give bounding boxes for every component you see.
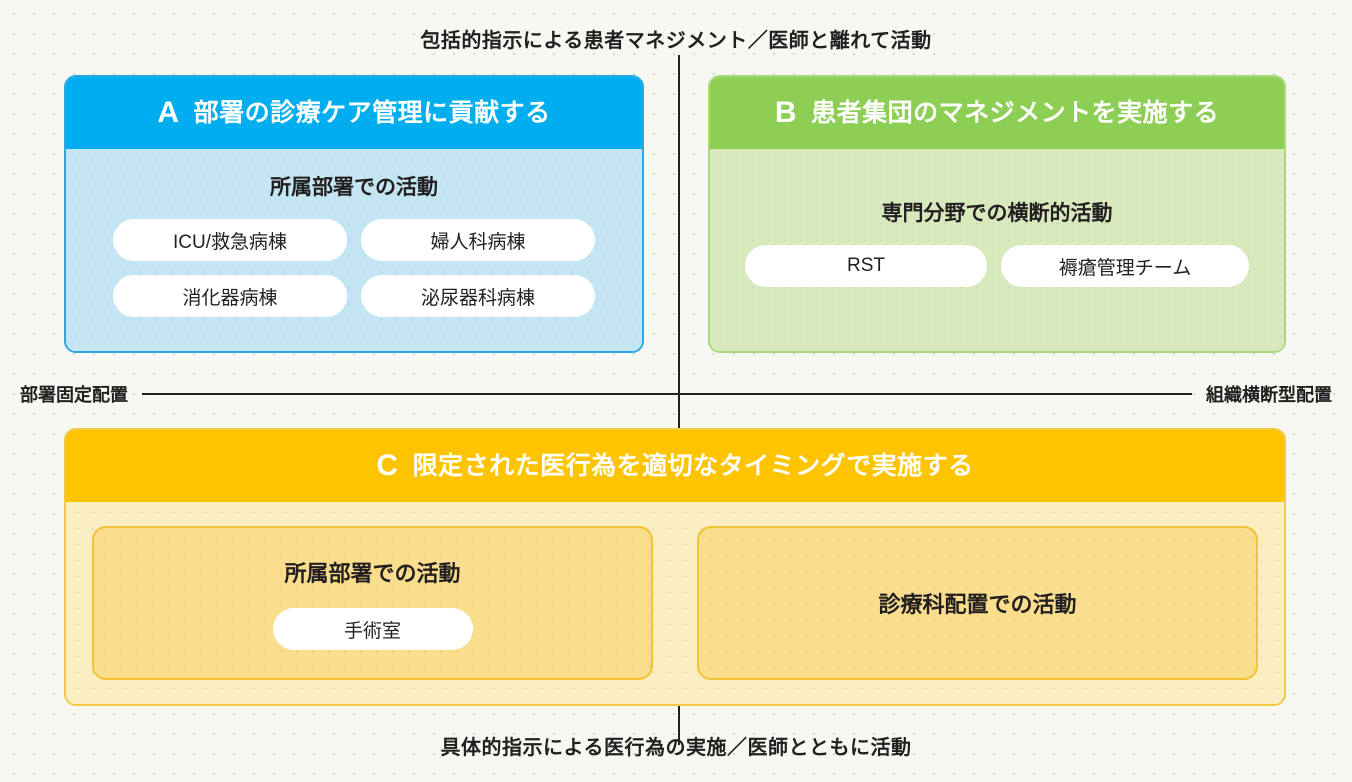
card-b-chip-row: RST 褥瘡管理チーム — [710, 245, 1284, 287]
card-a-chip-row-1: ICU/救急病棟 婦人科病棟 — [66, 219, 642, 261]
vertical-axis-line — [678, 55, 680, 745]
card-a-body: 所属部署での活動 ICU/救急病棟 婦人科病棟 消化器病棟 泌尿器科病棟 — [66, 149, 642, 351]
axis-bottom-label: 具体的指示による医行為の実施／医師とともに活動 — [440, 737, 912, 759]
card-b-letter: B — [774, 96, 798, 129]
chip-operating-room[interactable]: 手術室 — [272, 608, 473, 650]
chip-icu-emergency-ward[interactable]: ICU/救急病棟 — [113, 219, 347, 261]
horizontal-axis-line — [142, 393, 1192, 395]
card-a-title: 部署の診療ケア管理に貢献する — [193, 98, 551, 127]
horizontal-axis: 部署固定配置 組織横断型配置 — [0, 372, 1352, 416]
chip-pressure-ulcer-team[interactable]: 褥瘡管理チーム — [1001, 245, 1249, 287]
chip-rst[interactable]: RST — [745, 245, 987, 287]
card-c-subpanel-1-heading: 所属部署での活動 — [284, 561, 461, 586]
quadrant-card-a: A 部署の診療ケア管理に貢献する 所属部署での活動 ICU/救急病棟 婦人科病棟… — [64, 75, 644, 353]
card-a-section-heading: 所属部署での活動 — [270, 176, 438, 199]
card-b-body: 専門分野での横断的活動 RST 褥瘡管理チーム — [710, 149, 1284, 351]
chip-gastroenterology-ward[interactable]: 消化器病棟 — [113, 275, 347, 317]
card-c-body: 所属部署での活動 手術室 診療科配置での活動 — [66, 502, 1284, 704]
axis-right-label: 組織横断型配置 — [1206, 385, 1332, 405]
card-a-letter: A — [157, 96, 180, 129]
card-c-letter: C — [376, 449, 399, 482]
card-b-title: 患者集団のマネジメントを実施する — [811, 98, 1220, 127]
card-b-section-heading: 専門分野での横断的活動 — [881, 202, 1113, 225]
card-a-header: A 部署の診療ケア管理に貢献する — [66, 77, 642, 149]
quadrant-card-b: B 患者集団のマネジメントを実施する 専門分野での横断的活動 RST 褥瘡管理チ… — [708, 75, 1286, 353]
card-c-subpanel-home-department: 所属部署での活動 手術室 — [92, 526, 653, 680]
card-a-chip-row-2: 消化器病棟 泌尿器科病棟 — [66, 275, 642, 317]
chip-gynecology-ward[interactable]: 婦人科病棟 — [361, 219, 595, 261]
axis-top-label: 包括的指示による患者マネジメント／医師と離れて活動 — [420, 30, 932, 52]
axis-left-label: 部署固定配置 — [20, 385, 128, 405]
card-c-subpanel-clinical-department: 診療科配置での活動 — [697, 526, 1258, 680]
card-c-subpanel-2-heading: 診療科配置での活動 — [878, 592, 1077, 617]
quadrant-card-c: C 限定された医行為を適切なタイミングで実施する 所属部署での活動 手術室 診療… — [64, 428, 1286, 706]
chip-urology-ward[interactable]: 泌尿器科病棟 — [361, 275, 595, 317]
card-b-header: B 患者集団のマネジメントを実施する — [710, 77, 1284, 149]
card-c-header: C 限定された医行為を適切なタイミングで実施する — [66, 430, 1284, 502]
card-c-title: 限定された医行為を適切なタイミングで実施する — [412, 451, 974, 480]
